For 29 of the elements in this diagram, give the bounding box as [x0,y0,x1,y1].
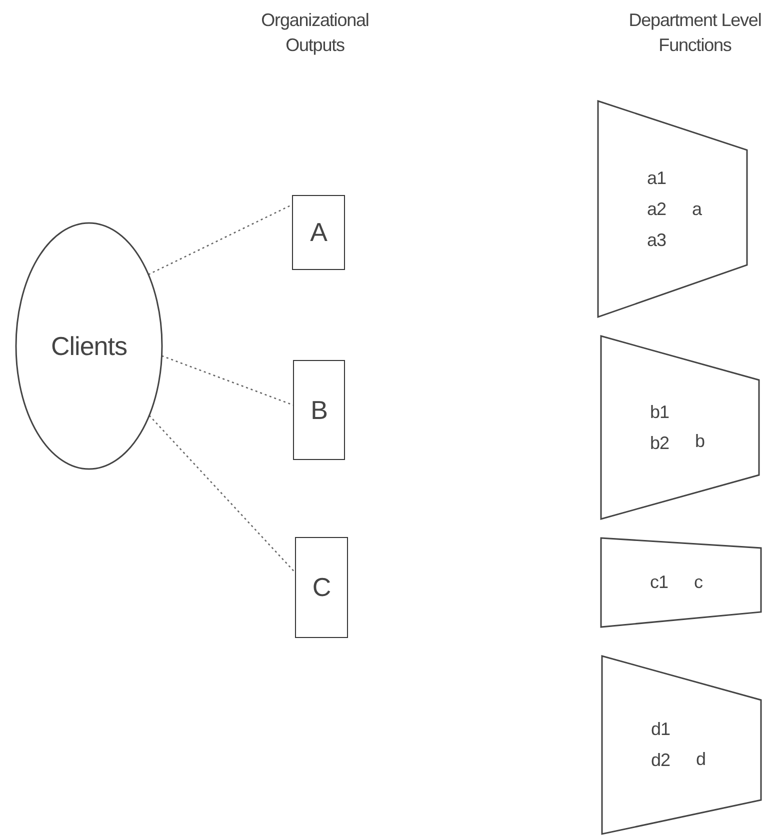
function-trapezoid [601,655,762,835]
column-heading: Department Level Functions [628,9,762,57]
output-box [292,195,345,270]
function-item: a1 [647,168,666,188]
output-label: A [310,217,327,248]
department-label: c [694,572,703,593]
function-item: a3 [647,230,666,250]
connector-line [148,415,296,573]
client-ellipse [15,222,163,470]
function-trapezoid [597,100,748,318]
function-item: d1 [651,719,670,740]
department-label: a [692,198,702,220]
output-box [293,360,345,460]
function-item: a2 [647,198,666,220]
connector-line [162,355,294,406]
function-trapezoid [600,335,760,520]
function-item: c1 [650,572,668,593]
department-label: b [695,431,705,452]
function-item: b2 [650,432,670,454]
function-item: b1 [650,402,670,422]
connector-line [148,204,292,276]
department-label: d [696,748,706,770]
output-box [295,537,348,638]
function-item: d2 [651,750,670,771]
column-heading: Organizational Outputs [260,9,370,57]
output-label: C [312,572,331,603]
output-label: B [310,394,328,426]
client-label: Clients [51,330,127,362]
function-trapezoid [600,537,762,628]
